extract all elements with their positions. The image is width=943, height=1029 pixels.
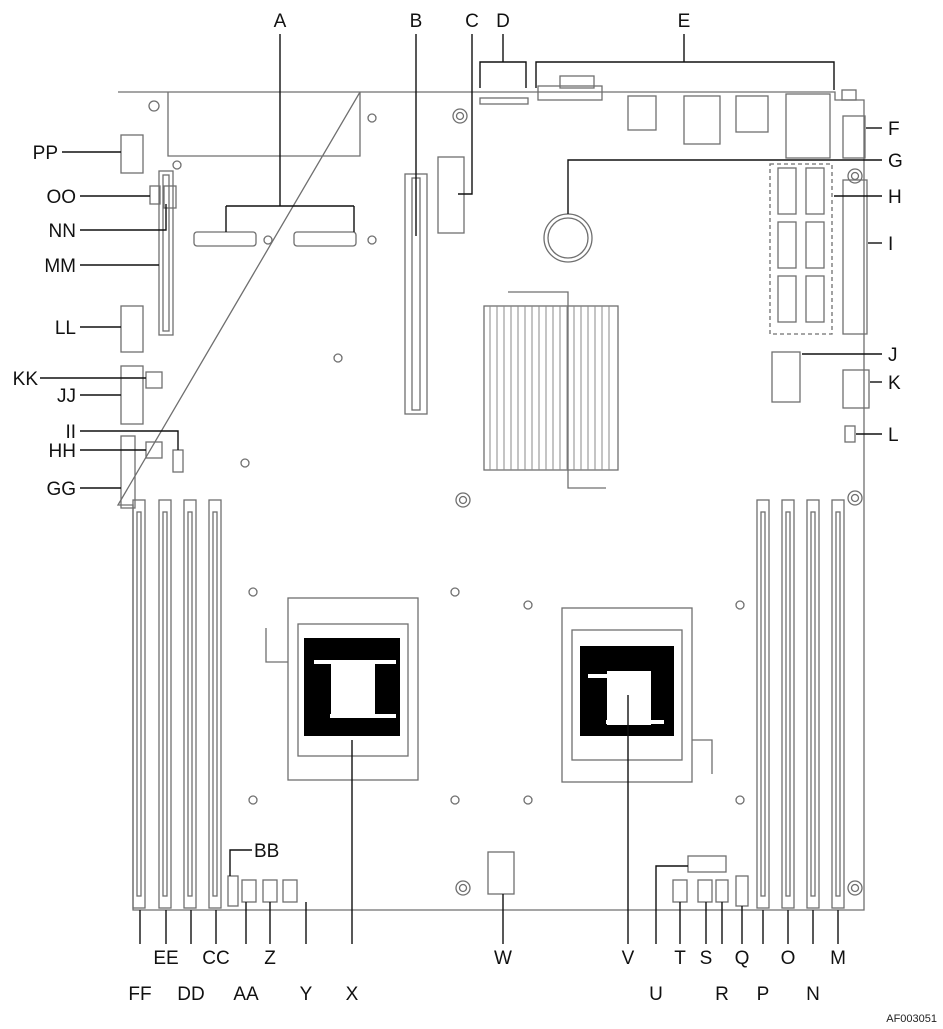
label-ii: II	[65, 422, 76, 443]
chipset-heatsink	[483, 291, 619, 489]
label-g: G	[888, 151, 903, 172]
label-e: E	[678, 11, 691, 32]
label-cc: CC	[202, 948, 229, 969]
label-w: W	[494, 948, 512, 969]
dimm-slots-right	[756, 499, 845, 909]
label-mm: MM	[44, 256, 76, 277]
label-s: S	[700, 948, 713, 969]
label-ll: LL	[55, 318, 76, 339]
cpu-socket-1	[265, 597, 419, 781]
label-aa: AA	[233, 984, 259, 1005]
label-z: Z	[264, 948, 276, 969]
cpu-socket-2	[561, 607, 713, 783]
label-b: B	[410, 11, 423, 32]
board-outline	[116, 91, 865, 911]
label-kk: KK	[13, 369, 39, 390]
label-o: O	[781, 948, 796, 969]
label-ff: FF	[128, 984, 151, 1005]
label-a: A	[274, 11, 287, 32]
label-gg: GG	[46, 479, 76, 500]
rear-io-connectors	[479, 75, 857, 159]
label-u: U	[649, 984, 663, 1005]
label-oo: OO	[46, 187, 76, 208]
label-c: C	[465, 11, 479, 32]
label-pp: PP	[33, 143, 58, 164]
label-p: P	[757, 984, 770, 1005]
label-x: X	[346, 984, 359, 1005]
label-r: R	[715, 984, 729, 1005]
label-ee: EE	[153, 948, 178, 969]
label-hh: HH	[49, 441, 76, 462]
dimm-slots-left	[132, 499, 222, 909]
label-nn: NN	[49, 221, 76, 242]
label-n: N	[806, 984, 820, 1005]
label-dd: DD	[177, 984, 204, 1005]
leader-lines	[40, 34, 882, 944]
label-v: V	[622, 948, 635, 969]
label-f: F	[888, 119, 900, 140]
label-k: K	[888, 373, 901, 394]
figure-id: AF003051	[886, 1013, 937, 1025]
label-h: H	[888, 187, 902, 208]
label-jj: JJ	[57, 386, 76, 407]
label-m: M	[830, 948, 846, 969]
label-t: T	[674, 948, 686, 969]
label-j: J	[888, 345, 898, 366]
label-q: Q	[735, 948, 750, 969]
label-i: I	[888, 234, 893, 255]
label-l: L	[888, 425, 899, 446]
label-d: D	[496, 11, 510, 32]
label-bb: BB	[254, 841, 279, 862]
label-y: Y	[300, 984, 313, 1005]
